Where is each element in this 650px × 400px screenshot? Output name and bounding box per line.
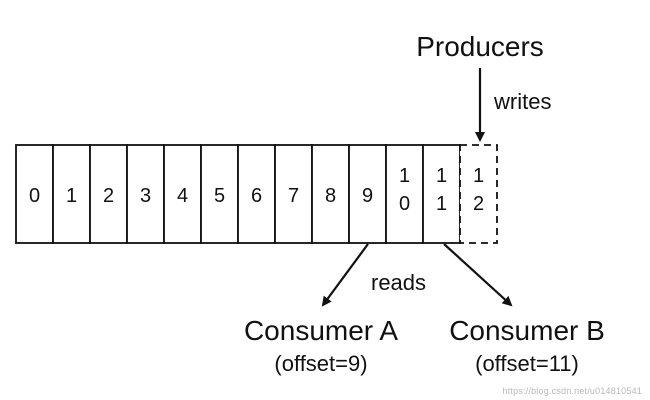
consumer-a-offset: (offset=9) [274, 351, 367, 376]
consumer-b-read-arrow [443, 243, 513, 307]
writes-label: writes [493, 89, 551, 114]
log-cell-2 [89, 144, 128, 244]
log-cell-label-5: 5 [214, 185, 225, 207]
consumer-a-read-arrow [321, 243, 369, 307]
consumer-b-title: Consumer B [449, 315, 605, 346]
log-cell-8 [311, 144, 350, 244]
log-cell-label-6: 6 [251, 185, 262, 207]
consumer-a-title: Consumer A [244, 315, 398, 346]
log-cell-11 [422, 144, 461, 244]
watermark-text: https://blog.csdn.net/u014810541 [502, 386, 642, 396]
log-cell-label-9: 9 [362, 185, 373, 207]
log-cell-label-0: 0 [29, 185, 40, 207]
log-cell-0 [15, 144, 54, 244]
log-cell-label-2: 2 [103, 185, 114, 207]
consumer-b-offset: (offset=11) [475, 351, 579, 376]
log-cell-6 [237, 144, 276, 244]
log-cell-5 [200, 144, 239, 244]
producers-title: Producers [416, 31, 544, 62]
reads-label: reads [371, 270, 426, 295]
log-cell-label-1: 1 [66, 185, 77, 207]
log-cell-9 [348, 144, 387, 244]
log-cell-label-4: 4 [177, 185, 188, 207]
log-cell-label-8: 8 [325, 185, 336, 207]
log-cell-7 [274, 144, 313, 244]
log-cell-4 [163, 144, 202, 244]
log-cell-12 [459, 144, 498, 244]
log-cell-label-7: 7 [288, 185, 299, 207]
log-cell-label-3: 3 [140, 185, 151, 207]
log-cell-1 [52, 144, 91, 244]
